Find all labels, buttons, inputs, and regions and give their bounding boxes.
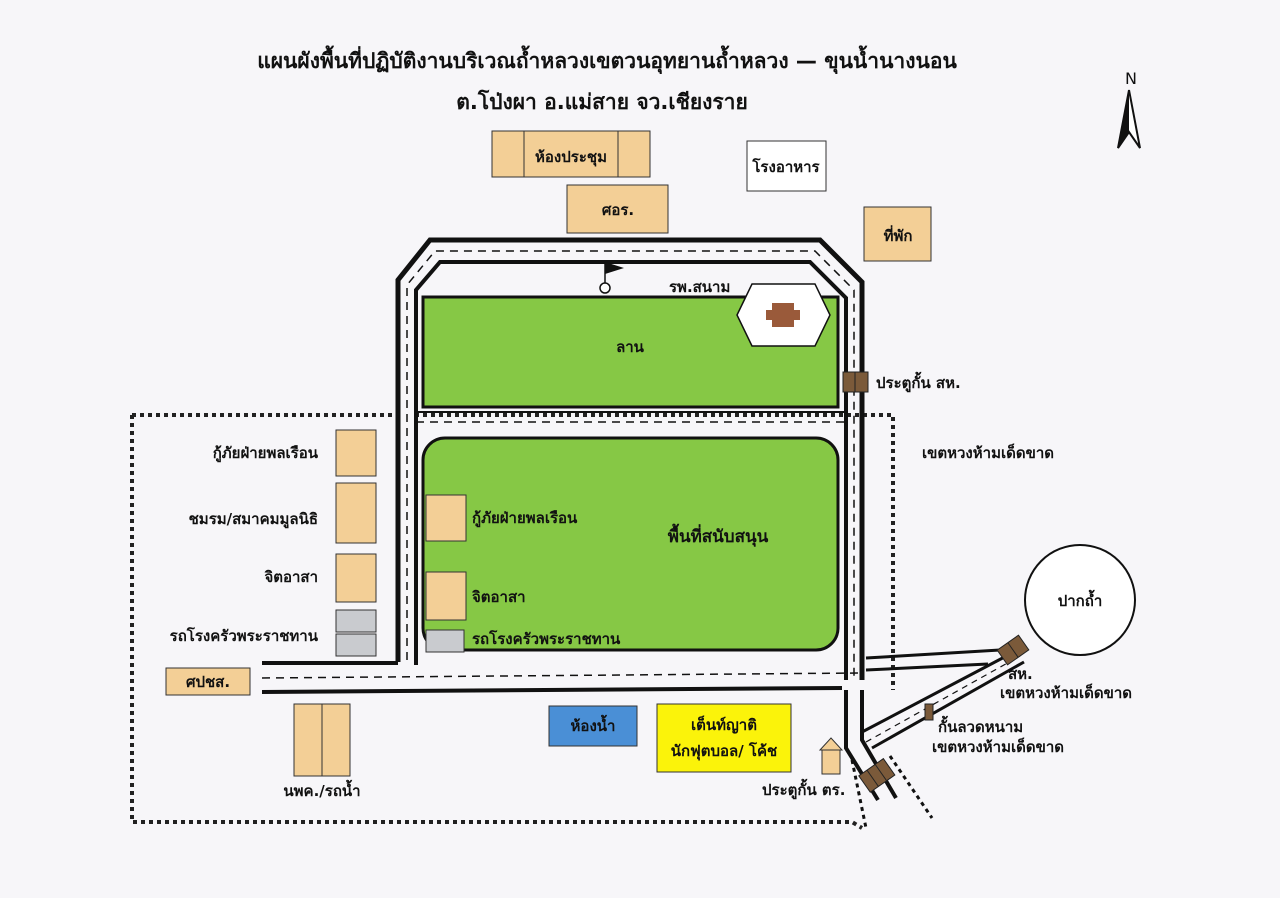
left-kitchen-label: รถโรงครัวพระราชทาน	[170, 626, 319, 645]
canteen-building	[746, 140, 827, 192]
navy-short-label: สห.	[1008, 665, 1033, 683]
meeting-room-label: ห้องประชุม	[535, 148, 607, 167]
inner-civil-rescue-label: กู้ภัยฝ่ายพลเรือน	[472, 509, 578, 528]
inner-civil-rescue-building	[425, 494, 467, 542]
barbed-wire-icon	[924, 703, 934, 721]
south-road	[844, 690, 934, 829]
lodging-label: ที่พัก	[884, 225, 913, 245]
pcs-label: ศปชส.	[186, 673, 230, 691]
water-truck-label: นพค./รถน้ำ	[283, 779, 360, 800]
police-gate-label: ประตูกั้น ตร.	[762, 778, 845, 800]
inner-volunteers-label: จิตอาสา	[472, 588, 526, 606]
west-road	[261, 661, 861, 694]
main-road	[395, 237, 865, 680]
field-hospital	[736, 283, 831, 347]
lodging-building	[863, 206, 932, 262]
inner-kitchen-label: รถโรงครัวพระราชทาน	[472, 629, 621, 648]
left-civil-rescue-building	[335, 429, 377, 477]
restroom-label: ห้องน้ำ	[571, 714, 616, 735]
canteen-label: โรงอาหาร	[751, 157, 820, 176]
left-kitchen-truck	[335, 609, 377, 633]
relatives-tent-label-2: นักฟุตบอล/ โค้ช	[671, 741, 777, 761]
left-clubs-building	[335, 482, 377, 544]
guard-house-icon	[818, 737, 844, 775]
field-label: ลาน	[616, 338, 645, 356]
barbed-wire-label: กั้นลวดหนาม	[938, 715, 1023, 736]
command-center-building	[566, 184, 669, 234]
restricted-label-1: เขตหวงห้ามเด็ดขาด	[922, 443, 1054, 462]
left-civil-rescue-label: กู้ภัยฝ่ายพลเรือน	[213, 444, 319, 463]
left-clubs-label: ชมรม/สมาคมมูลนิธิ	[189, 510, 318, 529]
restricted-boundary	[130, 413, 895, 830]
support-area	[421, 436, 840, 652]
restroom-building	[548, 705, 638, 747]
inner-volunteers-building	[425, 571, 467, 621]
map-title-line2: ต.โป่งผา อ.แม่สาย จว.เชียงราย	[456, 89, 748, 114]
flag-icon	[599, 262, 624, 294]
cave-entrance	[1024, 544, 1136, 656]
north-label: N	[1125, 69, 1137, 88]
cave-path	[861, 648, 1025, 750]
meeting-room-building	[491, 130, 651, 178]
navy-gate-label: ประตูกั้น สห.	[876, 371, 961, 393]
cross-road	[416, 411, 846, 423]
restricted-label-2: เขตหวงห้ามเด็ดขาด	[1000, 683, 1132, 702]
support-area-label: พื้นที่สนับสนุน	[668, 523, 769, 547]
field-hospital-label: รพ.สนาม	[669, 278, 730, 296]
pcs-building	[165, 667, 251, 696]
left-kitchen-truck-2	[335, 633, 377, 657]
water-truck-building	[293, 703, 323, 777]
left-volunteers-building	[335, 553, 377, 603]
map-title-line1: แผนผังพื้นที่ปฏิบัติงานบริเวณถ้ำหลวงเขตว…	[257, 45, 957, 75]
inner-kitchen-truck	[425, 629, 465, 653]
command-center-label: ศอร.	[602, 201, 634, 219]
police-gate-icon	[858, 757, 896, 793]
relatives-tent-label-1: เต็นท์ญาติ	[691, 715, 757, 734]
cave-gate-icon	[996, 634, 1030, 666]
restricted-label-3: เขตหวงห้ามเด็ดขาด	[932, 737, 1064, 756]
north-arrow-icon	[1117, 89, 1141, 149]
cave-entrance-label: ปากถ้ำ	[1058, 589, 1103, 610]
left-volunteers-label: จิตอาสา	[264, 568, 318, 586]
relatives-tent	[656, 703, 792, 773]
